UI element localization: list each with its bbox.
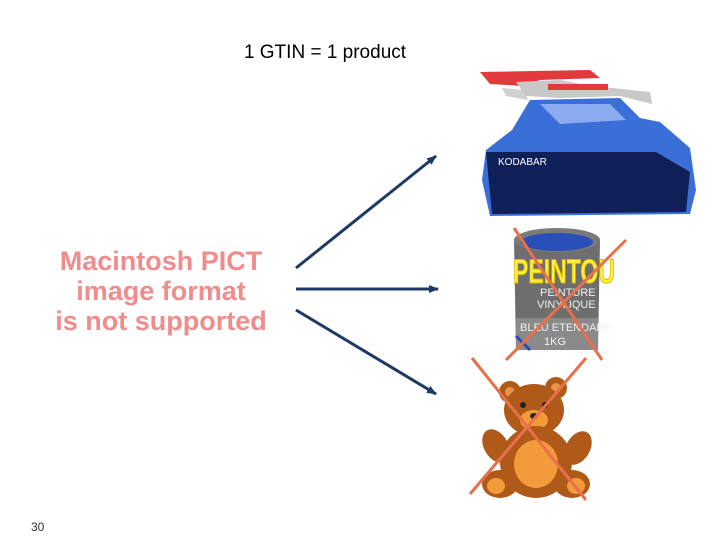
slide-number: 30 (31, 520, 45, 534)
teddy-bear-icon (468, 357, 592, 501)
arrows (295, 154, 439, 396)
unsupported-image-placeholder: Macintosh PICT image format is not suppo… (30, 246, 292, 336)
slide-title: 1 GTIN = 1 product (243, 42, 407, 63)
arrow-to-teddy-bear (295, 308, 437, 396)
placeholder-line-2: image format (76, 276, 246, 306)
placeholder-line-1: Macintosh PICT (59, 246, 263, 276)
paint-can-cross-icon (504, 227, 628, 362)
arrow-to-spray-bottle (295, 154, 437, 270)
spray-bottle-label: KODABAR (498, 157, 547, 168)
paint-can-icon: PEINTOU PEINTURE VINYLIQUE BLEU ETENDARD… (504, 227, 628, 362)
teddy-bear-cross-icon (468, 357, 588, 501)
spray-bottle-icon: KODABAR (480, 70, 696, 216)
placeholder-line-3: is not supported (55, 306, 267, 336)
paint-can-brand: PEINTOU (513, 253, 615, 291)
paint-can-line-4: 1KG (544, 336, 566, 348)
